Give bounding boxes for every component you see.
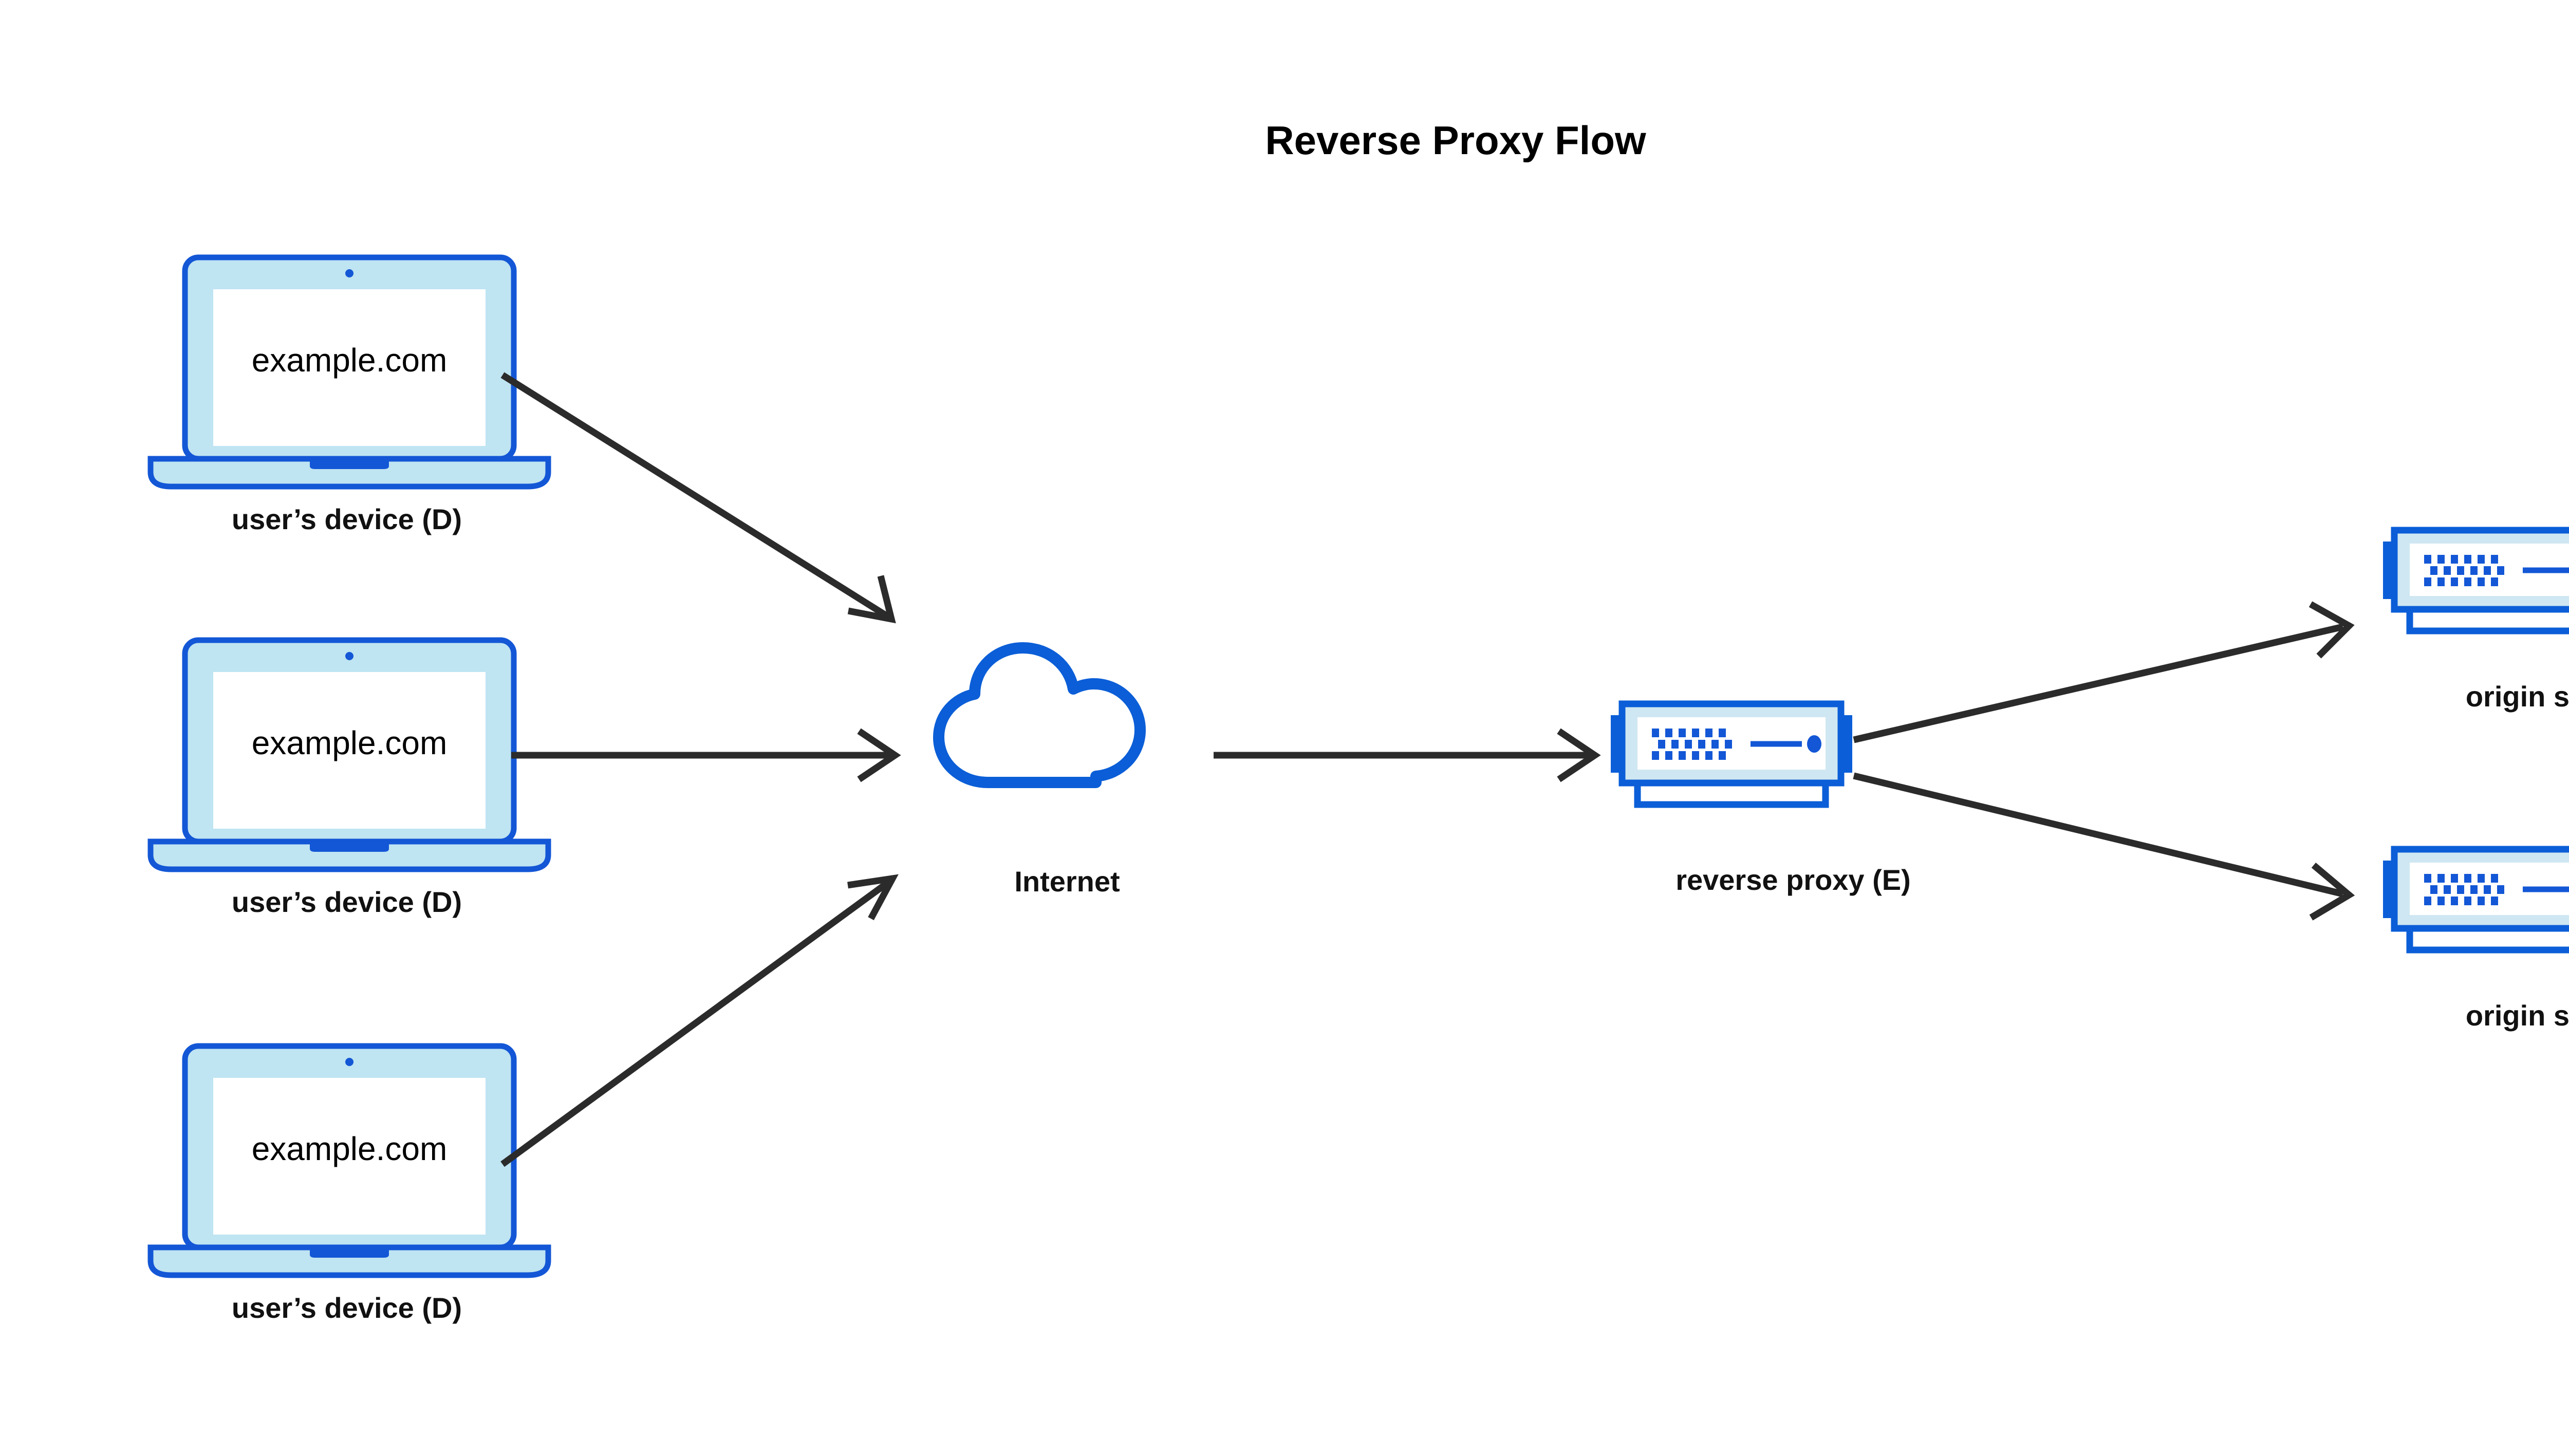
edge-internet-to-reverse-proxy [1214, 728, 1601, 782]
reverse-proxy-label: reverse proxy (E) [1676, 864, 1911, 896]
device-screen-text: example.com [252, 342, 448, 379]
device-screen-text: example.com [252, 1130, 448, 1167]
device-label: user’s device (D) [232, 1292, 462, 1324]
page-title: Reverse Proxy Flow [1265, 118, 1646, 163]
node-internet[interactable]: Internet [939, 648, 1140, 898]
node-origin-server-1[interactable]: origin server (F) [2383, 530, 2569, 713]
edge-device2-to-internet [511, 728, 901, 782]
origin-server-label: origin server (F) [2466, 999, 2569, 1032]
device-screen-text: example.com [252, 724, 448, 761]
edge-device3-to-internet [500, 874, 899, 1167]
node-user-device-2[interactable]: example.com user’s device (D) [151, 640, 548, 918]
node-origin-server-2[interactable]: origin server (F) [2383, 849, 2569, 1032]
server-icon [1611, 704, 1852, 805]
server-icon [2383, 530, 2569, 631]
edge-reverse-proxy-to-origin1 [1853, 601, 2355, 743]
edge-device1-to-internet [500, 372, 896, 624]
node-user-device-3[interactable]: example.com user’s device (D) [151, 1046, 548, 1324]
server-icon [2383, 849, 2569, 950]
origin-server-label: origin server (F) [2466, 680, 2569, 713]
node-reverse-proxy[interactable]: reverse proxy (E) [1611, 704, 1911, 896]
device-label: user’s device (D) [232, 886, 462, 918]
internet-label: Internet [1014, 865, 1120, 898]
device-label: user’s device (D) [232, 503, 462, 535]
node-user-device-1[interactable]: example.com user’s device (D) [151, 257, 548, 535]
edge-reverse-proxy-to-origin2 [1853, 772, 2355, 921]
